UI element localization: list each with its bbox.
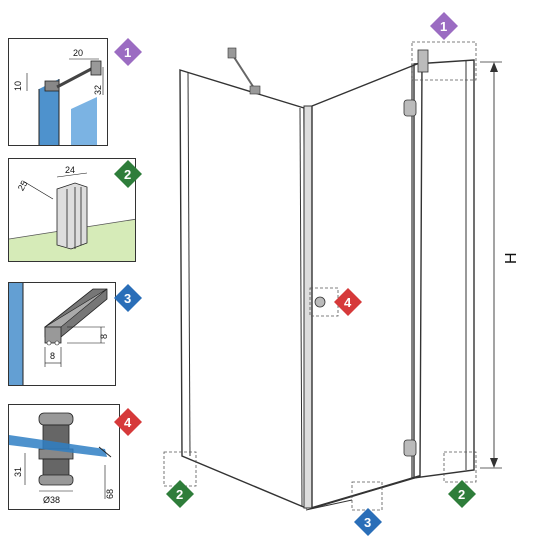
svg-text:1: 1 — [440, 19, 447, 34]
badge-2-main-left: 2 — [166, 480, 194, 508]
bottom-hinge — [403, 439, 417, 457]
left-panel-edge — [187, 71, 191, 457]
detail-2-dim-width: 24 — [65, 165, 75, 175]
detail-1-dim-right: 32 — [93, 85, 103, 95]
svg-text:1: 1 — [124, 45, 131, 60]
svg-text:3: 3 — [124, 291, 131, 306]
corner-post — [303, 105, 313, 509]
callout-box-2-right — [443, 451, 477, 483]
badge-4-main: 4 — [334, 288, 362, 316]
detail-3-drawing: 8 8 — [9, 283, 109, 385]
svg-text:2: 2 — [124, 167, 131, 182]
bottom-seal — [311, 475, 421, 509]
top-clamp — [417, 49, 429, 73]
detail-3-frame: 8 8 — [8, 282, 116, 386]
callout-box-3 — [351, 481, 383, 511]
detail-4-drawing: 31 Ø38 68 — [9, 412, 115, 505]
badge-3-main: 3 — [354, 508, 382, 536]
left-support-bar — [231, 53, 255, 89]
svg-text:4: 4 — [124, 415, 132, 430]
badge-1-detail: 1 — [114, 38, 142, 66]
height-label: H — [503, 252, 520, 264]
door-knob — [314, 296, 326, 308]
detail-3-dim-width: 8 — [50, 351, 55, 361]
detail-1-frame: 20 10 32 — [8, 38, 108, 146]
top-hinge — [403, 99, 417, 117]
badge-1-main: 1 — [430, 12, 458, 40]
detail-1-drawing: 20 10 32 — [13, 48, 104, 145]
svg-text:2: 2 — [458, 487, 465, 502]
detail-4-frame: 31 Ø38 68 — [8, 404, 120, 510]
detail-3-dim-height: 8 — [99, 334, 109, 339]
callout-box-1 — [411, 41, 477, 81]
right-fixed-panel — [413, 59, 475, 479]
badge-4-detail: 4 — [114, 408, 142, 436]
badge-2-main-right: 2 — [448, 480, 476, 508]
detail-1-dim-width: 20 — [73, 48, 83, 58]
badge-2-detail: 2 — [114, 160, 142, 188]
svg-text:3: 3 — [364, 515, 371, 530]
detail-1-dim-left: 10 — [13, 81, 23, 91]
detail-2-dim-depth: 25 — [16, 179, 30, 193]
badge-3-detail: 3 — [114, 284, 142, 312]
detail-4-dim-diameter: Ø38 — [43, 495, 60, 505]
detail-4-dim-height: 31 — [13, 467, 23, 477]
detail-4-dim-length: 68 — [105, 489, 115, 499]
left-glass-panel — [179, 69, 307, 510]
detail-2-drawing: 24 25 — [9, 165, 135, 261]
svg-text:4: 4 — [344, 295, 352, 310]
svg-text:2: 2 — [176, 487, 183, 502]
detail-2-frame: 24 25 — [8, 158, 136, 262]
